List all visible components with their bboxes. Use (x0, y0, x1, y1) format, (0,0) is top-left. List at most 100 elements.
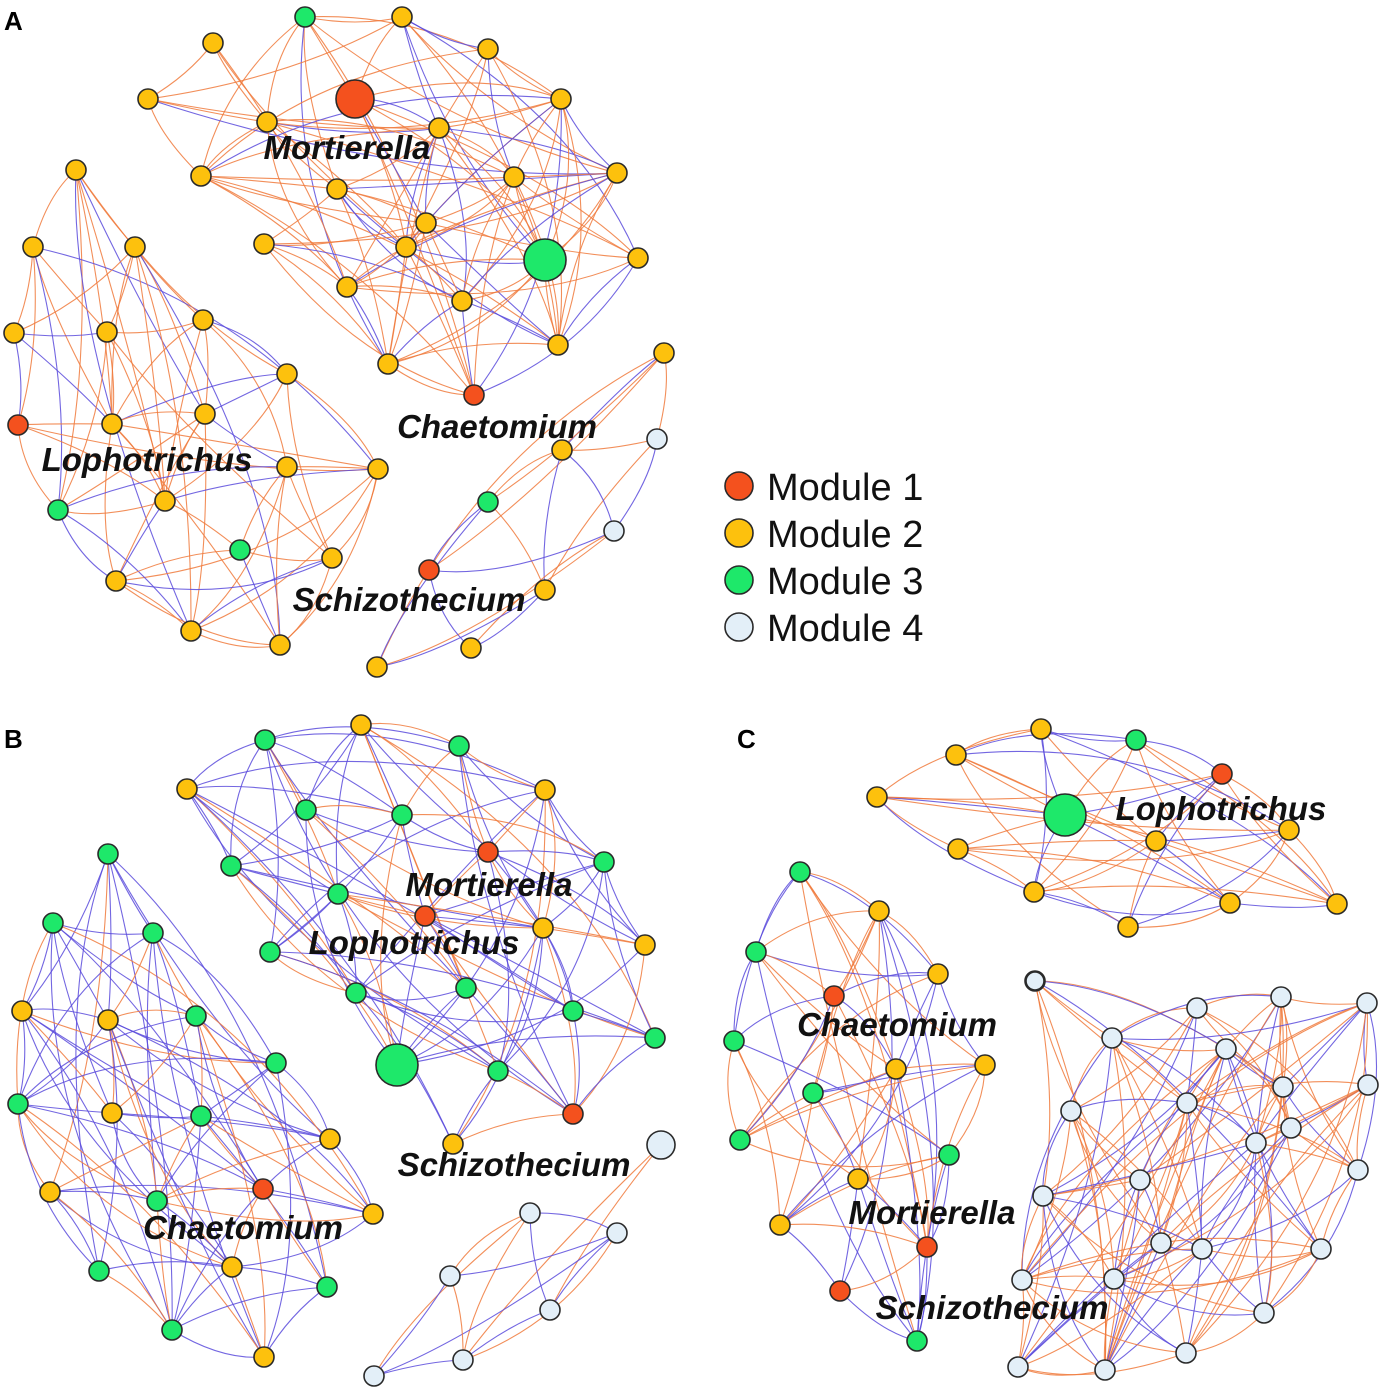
network-edge (239, 549, 281, 646)
network-edge (286, 373, 379, 470)
network-edge (449, 1275, 464, 1361)
network-edge (396, 1035, 656, 1066)
network-edge (1185, 996, 1284, 1354)
network-node-module-2 (336, 276, 358, 298)
network-edge (1135, 739, 1338, 905)
network-edge (401, 814, 605, 863)
network-edge (13, 246, 34, 334)
network-edge (107, 1019, 331, 1140)
panel-c-label-mortierella: Mortierella (849, 1194, 1016, 1231)
network-edge (560, 98, 618, 174)
network-edge (57, 466, 288, 511)
network-edge (186, 788, 454, 1145)
network-edge (1201, 1169, 1359, 1250)
network-edge (171, 1286, 328, 1331)
network-edge (171, 1266, 233, 1331)
network-edge (465, 987, 574, 1115)
network-edge (603, 861, 646, 946)
network-edge (111, 373, 288, 425)
network-edge (32, 246, 108, 333)
network-node-module-4 (1129, 1169, 1151, 1191)
network-edge (17, 1103, 113, 1114)
legend-swatch-module-4 (724, 612, 754, 642)
network-edge (52, 922, 374, 1215)
network-node-module-2 (105, 570, 127, 592)
panel-a-label-mortierella: Mortierella (264, 129, 431, 166)
network-edge (779, 1224, 841, 1292)
network-edge (200, 175, 515, 181)
network-edge (373, 1232, 618, 1377)
network-edge (613, 438, 658, 532)
network-edge (1280, 996, 1359, 1171)
legend-swatch-module-2 (724, 518, 754, 548)
network-node-module-4 (519, 1202, 541, 1224)
network-edge (1282, 1086, 1322, 1250)
network-node-module-2 (39, 1181, 61, 1203)
network-node-module-2 (1023, 881, 1045, 903)
network-edge (733, 1040, 781, 1226)
network-node-module-2 (253, 1346, 275, 1368)
network-edge (98, 1261, 233, 1272)
network-node-module-2 (415, 212, 437, 234)
network-edge (360, 724, 499, 1072)
network-node-module-3 (294, 6, 316, 28)
network-edge (32, 246, 379, 470)
network-node-module-3 (185, 1005, 207, 1027)
network-edge (75, 853, 109, 1272)
network-edge (1033, 891, 1231, 916)
panel-c-label-lophotrichus: Lophotrichus (1116, 790, 1327, 827)
network-edge (376, 530, 615, 668)
network-node-module-1 (1211, 763, 1233, 785)
network-node-module-3 (477, 491, 499, 513)
network-edge (739, 973, 939, 1141)
network-edge (17, 1015, 197, 1105)
network-node-module-2 (847, 1168, 869, 1190)
network-edge (1104, 1086, 1284, 1371)
network-edge (812, 910, 880, 1094)
network-edge (1139, 1002, 1368, 1181)
network-edge (17, 1103, 51, 1193)
network-edge (230, 865, 499, 1072)
network-edge (337, 893, 398, 1066)
network-edge (266, 121, 440, 133)
network-edge (106, 331, 166, 502)
network-node-module-3 (254, 729, 276, 751)
network-edge (487, 501, 546, 591)
network-node-module-2 (442, 1133, 464, 1155)
network-edge (1201, 1142, 1257, 1250)
network-edge (1113, 1048, 1227, 1280)
network-node-module-4 (1215, 1038, 1237, 1060)
network-edge (186, 760, 546, 791)
network-edge (438, 98, 562, 129)
network-node-module-2 (256, 111, 278, 133)
network-node-module-2 (391, 6, 413, 28)
network-edge (115, 549, 241, 582)
network-node-module-1 (916, 1236, 938, 1258)
network-edge (739, 910, 880, 1141)
network-node-module-3 (487, 1060, 509, 1082)
network-edge (276, 466, 288, 646)
network-edge (21, 853, 109, 1012)
legend-label-module-3: Module 3 (767, 561, 923, 603)
network-edge (1127, 773, 1223, 928)
network-node-module-2 (22, 236, 44, 258)
network-node-module-4 (1060, 1100, 1082, 1122)
network-edge (1113, 1248, 1322, 1286)
network-node-module-3 (1043, 793, 1087, 837)
network-edge (200, 48, 489, 177)
network-edge (32, 246, 63, 511)
network-edge (57, 169, 83, 511)
network-node-module-2 (428, 117, 450, 139)
network-node-module-2 (534, 579, 556, 601)
network-node-module-2 (192, 309, 214, 331)
network-edge (17, 1103, 233, 1268)
network-edge (264, 739, 403, 816)
network-edge (373, 1212, 531, 1377)
network-edge (1135, 739, 1223, 775)
network-node-module-2 (362, 1203, 384, 1225)
network-edge (1225, 1048, 1273, 1314)
network-edge (755, 951, 918, 1342)
network-node-module-1 (562, 1103, 584, 1125)
network-node-module-2 (366, 656, 388, 678)
network-edge (1104, 1102, 1188, 1371)
